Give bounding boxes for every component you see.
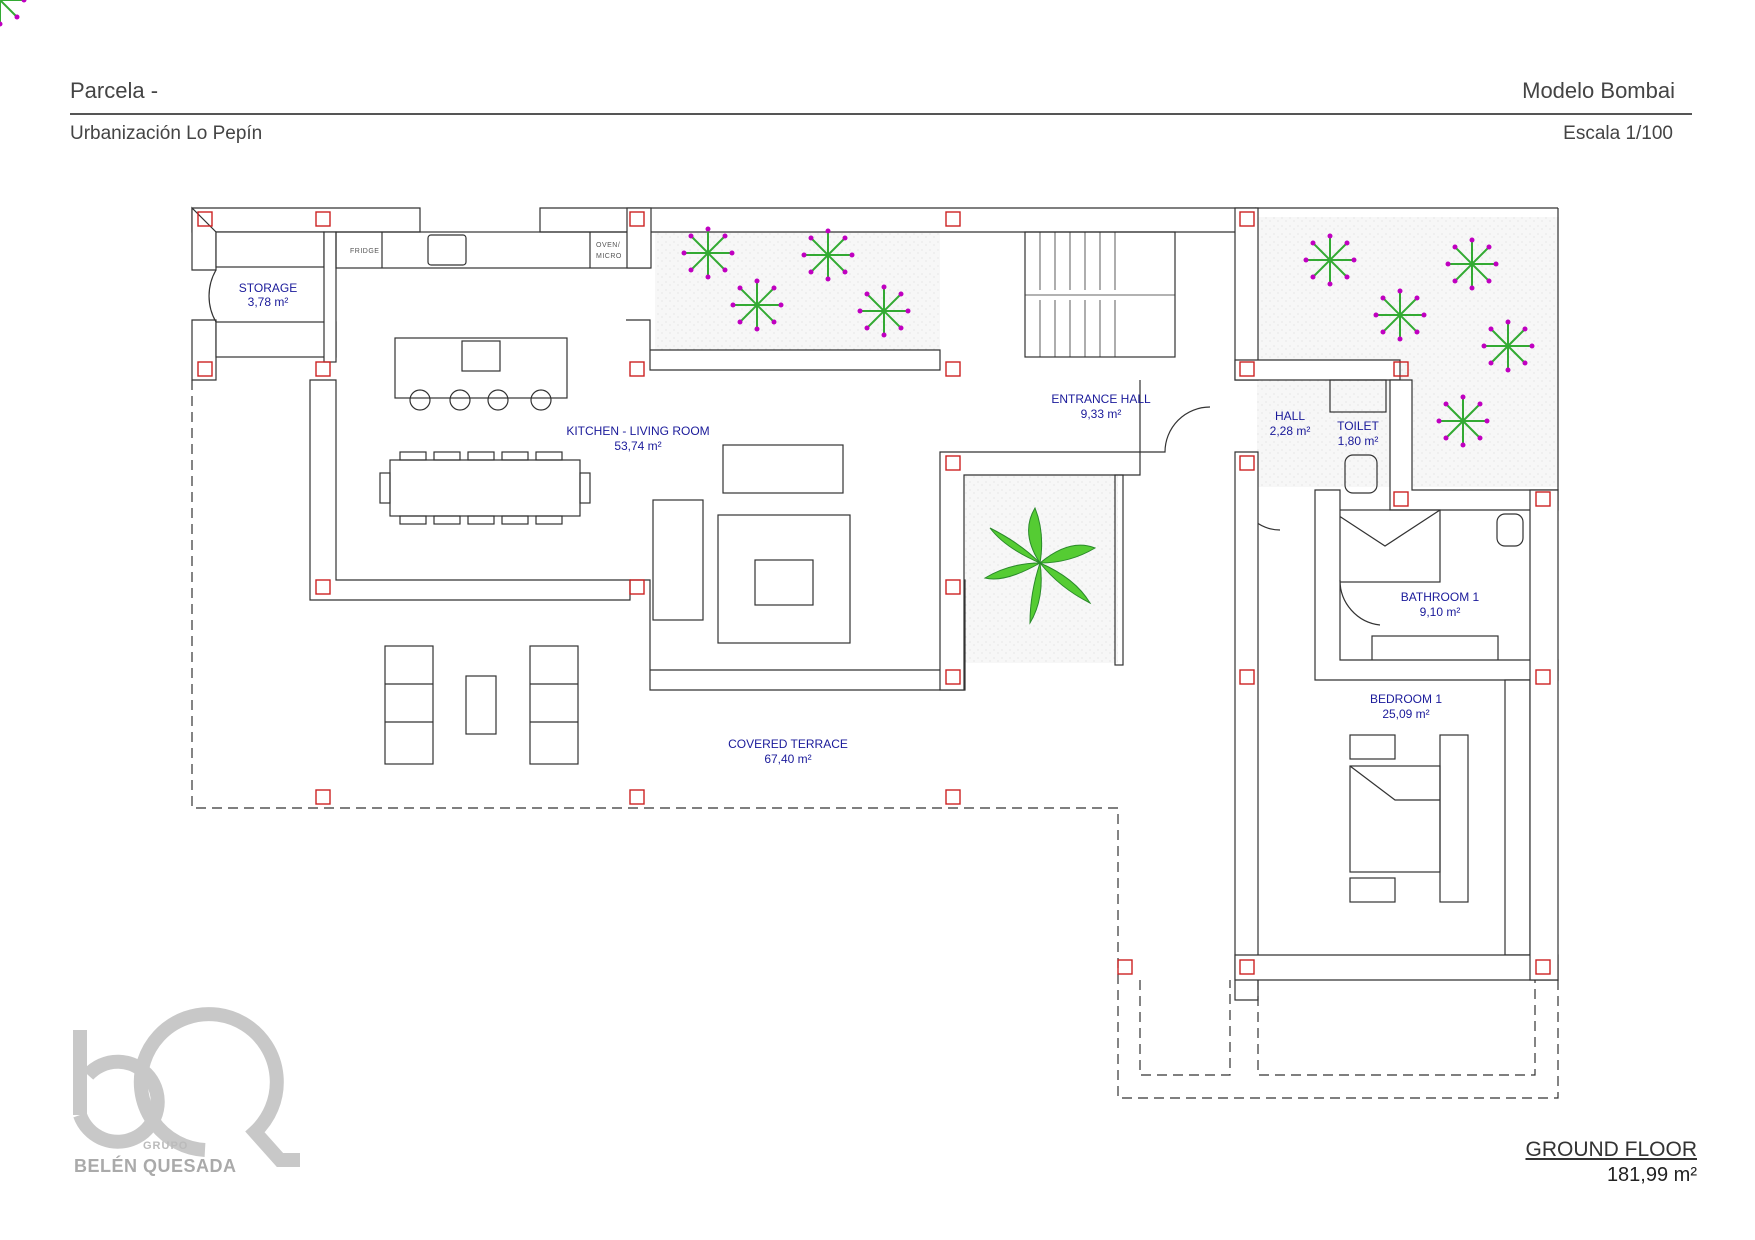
- west-wall: [309, 379, 631, 601]
- development-name: Urbanización Lo Pepín: [70, 123, 263, 144]
- storage-label: STORAGE: [239, 281, 297, 295]
- terrace-outline: [191, 380, 1559, 1099]
- hall-area: 2,28 m²: [1270, 424, 1311, 438]
- scale-label: Escala 1/100: [1563, 123, 1673, 144]
- total-area: 181,99 m²: [1606, 1164, 1697, 1186]
- bedroom1-area: 25,09 m²: [1382, 707, 1429, 721]
- garden-plants: [0, 0, 27, 27]
- fridge-label: FRIDGE: [350, 248, 379, 255]
- flower-plant-icon: [1372, 287, 1428, 343]
- toilet-label: TOILET: [1337, 419, 1379, 433]
- toilet-basin: [1329, 379, 1387, 413]
- company-logo: [73, 1007, 300, 1167]
- oven-label-1: OVEN/: [596, 242, 620, 249]
- flower-plant-icon: [800, 227, 856, 283]
- nightstand-2: [1349, 877, 1396, 903]
- storage-wall-bottom: [215, 321, 337, 358]
- flower-plant-icon: [729, 277, 785, 333]
- cooktop: [461, 340, 501, 372]
- flower-plant-icon: [680, 225, 736, 281]
- bedroom-south-wall: [1234, 954, 1559, 981]
- terrace-table: [465, 675, 497, 735]
- south-living-wall: [630, 579, 966, 691]
- floor-title: GROUND FLOOR: [1525, 1138, 1697, 1161]
- flower-plant-icon: [856, 283, 912, 339]
- sofa-left: [652, 499, 704, 621]
- header-divider: [70, 113, 1692, 115]
- bathroom1-area: 9,10 m²: [1420, 605, 1461, 619]
- bedroom-east-wall: [1504, 679, 1531, 956]
- covered-terrace-label: COVERED TERRACE: [728, 737, 848, 751]
- lounger-2: [529, 645, 579, 765]
- north-wall: [191, 207, 1256, 233]
- bed-headboard: [1439, 734, 1469, 903]
- entrance-door: [1139, 380, 1211, 453]
- plot-title: Parcela -: [70, 78, 159, 103]
- palm-plant-icon: [983, 506, 1097, 625]
- flower-plant-icon: [1435, 393, 1491, 449]
- living-rug: [717, 514, 851, 644]
- dining-chairs: [399, 451, 563, 525]
- covered-terrace-area: 67,40 m²: [764, 752, 811, 766]
- storage-area: 3,78 m²: [248, 295, 289, 309]
- entrance-hall-label: ENTRANCE HALL: [1051, 392, 1151, 406]
- east-corridor-wall: [1234, 451, 1259, 1001]
- model-title: Modelo Bombai: [1522, 78, 1675, 103]
- dining-table: [389, 459, 581, 517]
- coffee-table: [754, 559, 814, 606]
- bathroom-door: [1339, 579, 1381, 626]
- bedroom1-label: BEDROOM 1: [1370, 692, 1442, 706]
- toilet-wc: [1344, 454, 1378, 494]
- kitchen-sink: [427, 234, 467, 266]
- bathroom1-label: BATHROOM 1: [1401, 590, 1480, 604]
- logo-grupo-text: GRUPO: [143, 1140, 189, 1152]
- lounger-1: [384, 645, 434, 765]
- flower-plant-icon: [1302, 232, 1358, 288]
- storage-wall-top: [215, 231, 325, 268]
- hall-label: HALL: [1275, 409, 1305, 423]
- bed: [1349, 765, 1441, 873]
- kitchen-island: [394, 337, 568, 399]
- kitchen-living-label: KITCHEN - LIVING ROOM: [566, 424, 709, 438]
- logo-company-name: BELÉN QUESADA: [74, 1156, 237, 1176]
- kitchen-counter: [335, 231, 651, 269]
- kitchen-living-area: 53,74 m²: [614, 439, 661, 453]
- nightstand-1: [1349, 734, 1396, 760]
- oven-label-2: MICRO: [596, 253, 622, 260]
- flower-plant-icon: [1480, 318, 1536, 374]
- toilet-area: 1,80 m²: [1338, 434, 1379, 448]
- sofa-top: [722, 444, 844, 494]
- flower-plant-icon: [1444, 236, 1500, 292]
- garden-patio-1: [655, 217, 940, 367]
- bath-wc: [1496, 513, 1524, 547]
- column-markers: [197, 211, 1551, 975]
- entrance-hall-area: 9,33 m²: [1081, 407, 1122, 421]
